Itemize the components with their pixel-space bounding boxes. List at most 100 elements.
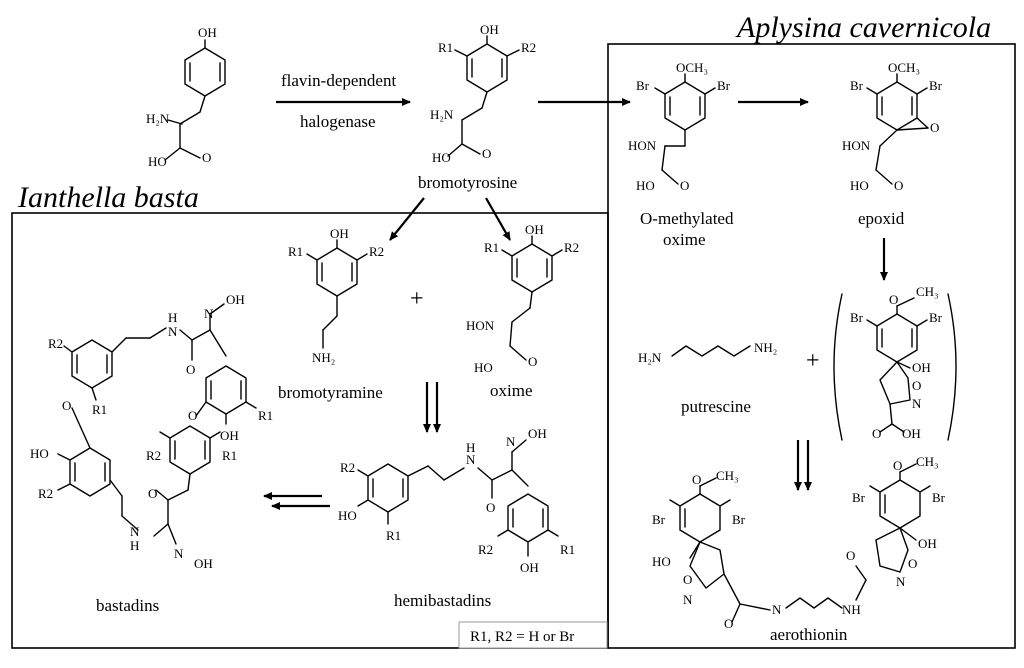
atom-label: O — [692, 472, 701, 487]
atom-label: H₂N — [430, 107, 454, 122]
bromotyrosine-structure: OH R1 R2 H₂N O HO — [430, 22, 536, 165]
atom-label: N — [772, 602, 782, 617]
hemibastadins-label: hemibastadins — [394, 591, 491, 610]
atom-label: R2 — [521, 40, 536, 55]
atom-label: O — [186, 362, 195, 377]
oxime-structure: OH R1 R2 HON O HO — [466, 222, 579, 375]
atom-label: Br — [732, 512, 746, 527]
epoxid-label: epoxid — [858, 209, 905, 228]
atom-label: OCH₃ — [676, 60, 708, 75]
atom-label: R2 — [340, 460, 355, 475]
atom-label: HO — [432, 150, 451, 165]
atom-label: N — [204, 306, 214, 321]
atom-label: R2 — [564, 240, 579, 255]
atom-label: OH — [480, 22, 499, 37]
aplysina-title: Aplysina cavernicola — [735, 11, 991, 44]
atom-label: R2 — [48, 336, 63, 351]
putrescine-structure: H₂N NH₂ — [638, 340, 777, 365]
atom-label: HON — [628, 138, 657, 153]
atom-label: Br — [932, 490, 946, 505]
atom-label: O — [148, 486, 157, 501]
atom-label: OCH₃ — [888, 60, 920, 75]
atom-label: OH — [520, 560, 539, 575]
bastadin-structure: R2 R1 O H N O N OH R1 OH O R2 R1 O N H N… — [30, 292, 273, 571]
atom-label: R1 — [288, 244, 303, 259]
tyrosine-structure: OH H₂N O HO — [146, 25, 226, 169]
atom-label: N — [506, 434, 516, 449]
atom-label: O — [894, 178, 903, 193]
spiroisoxazoline-structure: O CH₃ Br Br OH O N O OH — [850, 284, 943, 441]
to-bromotyramine-arrow — [389, 197, 425, 241]
atom-label: OH — [220, 428, 239, 443]
atom-label: N — [912, 396, 922, 411]
atom-label: N — [174, 546, 184, 561]
atom-label: OH — [194, 556, 213, 571]
bromotyramine-structure: OH R1 R2 NH₂ — [288, 226, 384, 365]
o-methylated-label-2: oxime — [663, 230, 706, 249]
plus-sign: + — [806, 348, 820, 374]
atom-label: O — [912, 378, 921, 393]
atom-label: HO — [338, 508, 357, 523]
left-bracket — [833, 293, 843, 441]
atom-label: OH — [198, 25, 217, 40]
atom-label: N — [466, 452, 476, 467]
atom-label: R1 — [258, 408, 273, 423]
atom-label: H₂N — [146, 111, 170, 126]
atom-label: Br — [852, 490, 866, 505]
bastadins-label: bastadins — [96, 596, 159, 615]
atom-label: HO — [652, 554, 671, 569]
atom-label: H — [168, 310, 177, 325]
atom-label: N — [168, 324, 178, 339]
atom-label: OH — [525, 222, 544, 237]
atom-label: HO — [148, 154, 167, 169]
legend-box — [458, 621, 608, 649]
atom-label: Br — [929, 78, 943, 93]
atom-label: R1 — [386, 528, 401, 543]
atom-label: H — [466, 440, 475, 455]
atom-label: O — [528, 354, 537, 369]
atom-label: OH — [902, 426, 921, 441]
bromotyrosine-label: bromotyrosine — [418, 173, 517, 192]
atom-label: Br — [929, 310, 943, 325]
atom-label: NH — [842, 602, 861, 617]
atom-label: O — [188, 408, 197, 423]
atom-label: HO — [850, 178, 869, 193]
aerothionin-label: aerothionin — [770, 625, 848, 644]
atom-label: R2 — [369, 244, 384, 259]
atom-label: R1 — [222, 448, 237, 463]
plus-sign: + — [410, 286, 424, 312]
atom-label: N — [896, 574, 906, 589]
atom-label: O — [724, 616, 733, 631]
atom-label: HO — [474, 360, 493, 375]
atom-label: Br — [636, 78, 650, 93]
atom-label: R1 — [560, 542, 575, 557]
atom-label: O — [680, 178, 689, 193]
epoxid-structure: OCH₃ Br Br O HON O HO — [842, 60, 943, 193]
atom-label: H₂N — [638, 350, 662, 365]
atom-label: O — [846, 548, 855, 563]
atom-label: N — [130, 524, 140, 539]
atom-label: R1 — [484, 240, 499, 255]
atom-label: N — [683, 592, 693, 607]
atom-label: CH₃ — [716, 468, 739, 483]
atom-label: OH — [918, 536, 937, 551]
atom-label: Br — [652, 512, 666, 527]
putrescine-label: putrescine — [681, 397, 751, 416]
atom-label: O — [202, 150, 211, 165]
atom-label: NH₂ — [754, 340, 777, 355]
atom-label: R2 — [38, 486, 53, 501]
atom-label: Br — [717, 78, 731, 93]
ianthella-frame — [11, 212, 609, 649]
atom-label: R1 — [438, 40, 453, 55]
atom-label: O — [62, 398, 71, 413]
atom-label: Br — [850, 78, 864, 93]
hemibastadin-structure: R2 HO R1 N H O N OH R2 R1 OH — [338, 426, 575, 575]
atom-label: R2 — [478, 542, 493, 557]
atom-label: Br — [850, 310, 864, 325]
atom-label: O — [872, 426, 881, 441]
atom-label: NH₂ — [312, 350, 335, 365]
aerothionin-structure: O CH₃ Br Br HO O N O N NH O O CH₃ Br Br … — [652, 454, 946, 631]
atom-label: O — [893, 458, 902, 473]
atom-label: O — [889, 292, 898, 307]
